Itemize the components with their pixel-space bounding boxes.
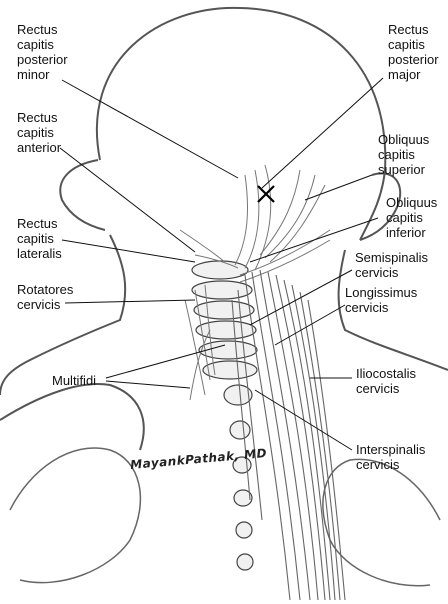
head-outline — [95, 6, 387, 241]
label-obliquus-capitis-superior: Obliquus capitis superior — [378, 132, 430, 177]
label-rectus-capitis-lateralis: Rectus capitis lateralis — [17, 216, 62, 261]
right-ear — [359, 172, 402, 241]
neck-left-side — [0, 234, 127, 396]
label-interspinalis-cervicis: Interspinalis cervicis — [356, 442, 426, 472]
left-ear — [59, 159, 106, 231]
left-shoulder — [0, 383, 145, 451]
right-scapula — [322, 458, 441, 587]
left-deep-fibers — [184, 284, 216, 401]
label-rectus-capitis-posterior-minor: Rectus capitis posterior minor — [17, 22, 68, 82]
neck-right-side — [337, 249, 448, 371]
leader-lines — [59, 77, 384, 451]
paraspinal-muscles — [231, 269, 346, 601]
label-multifidi: Multifidi — [52, 373, 97, 388]
label-longissimus-cervicis: Longissimus cervicis — [345, 285, 418, 315]
label-obliquus-capitis-inferior: Obliquus capitis inferior — [386, 195, 438, 240]
label-rectus-capitis-posterior-major: Rectus capitis posterior major — [388, 22, 439, 82]
x-marker — [257, 185, 275, 203]
left-scapula — [9, 447, 142, 584]
label-iliocostalis-cervicis: Iliocostalis cervicis — [356, 366, 416, 396]
label-rotatores-cervicis: Rotatores cervicis — [17, 282, 74, 312]
label-rectus-capitis-anterior: Rectus capitis anterior — [17, 110, 62, 155]
cervical-vertebrae — [191, 260, 258, 571]
label-semispinalis-cervicis: Semispinalis cervicis — [355, 250, 428, 280]
